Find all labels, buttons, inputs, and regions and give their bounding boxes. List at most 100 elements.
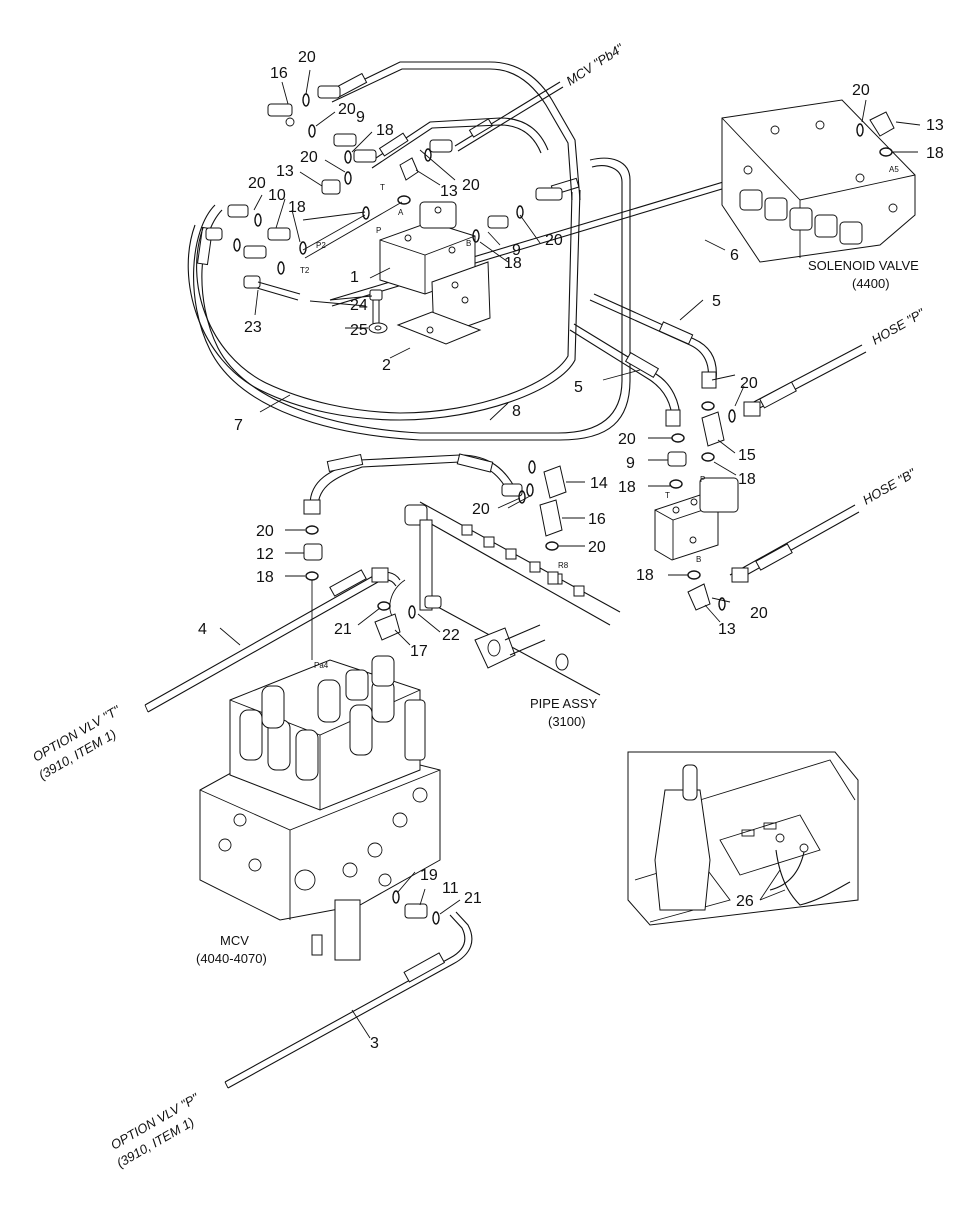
part-number: 1 xyxy=(350,269,359,286)
port-label-p: P xyxy=(376,226,381,235)
part-number: 2 xyxy=(382,357,391,374)
part-number: 13 xyxy=(926,117,944,134)
part-number: 25 xyxy=(350,322,368,339)
port-label-t2: T2 xyxy=(300,266,310,275)
port-label-a: A xyxy=(398,208,404,217)
part-number: 5 xyxy=(712,293,721,310)
part-number: 24 xyxy=(350,297,368,314)
solenoid-coils xyxy=(739,189,863,245)
callout-hose-p: HOSE "P" xyxy=(869,305,928,348)
port-label-t: T xyxy=(380,183,385,192)
port-label-b-right: B xyxy=(696,555,701,564)
part-number: 16 xyxy=(270,65,288,82)
part-number: 20 xyxy=(588,539,606,556)
bracket-2 xyxy=(396,261,491,345)
part-number: 9 xyxy=(626,455,635,472)
port-label-t-right: T xyxy=(665,491,670,500)
part-number: 11 xyxy=(442,880,459,897)
part-number: 19 xyxy=(420,867,438,884)
hose-top-loop xyxy=(329,61,581,201)
mcv-ref: (4040-4070) xyxy=(196,951,267,966)
part-number: 17 xyxy=(410,643,428,660)
pipe-fittings xyxy=(461,524,585,597)
hose-5-lower xyxy=(569,323,681,427)
part-number: 5 xyxy=(574,379,583,396)
part-number: 20 xyxy=(740,375,758,392)
hose-8 xyxy=(187,189,581,421)
hose-center xyxy=(303,453,516,515)
mcv-ports xyxy=(218,787,428,891)
part-number: 26 xyxy=(736,893,754,910)
part-number: 3 xyxy=(370,1035,379,1052)
part-number: 18 xyxy=(618,479,636,496)
port-label-p2: P2 xyxy=(316,241,326,250)
part-number: 20 xyxy=(750,605,768,622)
hose-5-upper xyxy=(589,293,717,389)
part-number: 6 xyxy=(730,247,739,264)
cab-inset xyxy=(627,751,859,926)
part-number: 21 xyxy=(464,890,482,907)
part-number: 20 xyxy=(472,501,490,518)
solenoid-valve-assembly xyxy=(721,99,916,263)
part-number: 20 xyxy=(545,232,563,249)
pipe-assy-ref: (3100) xyxy=(548,714,586,729)
part-number: 18 xyxy=(926,145,944,162)
part-number: 18 xyxy=(738,471,756,488)
port-label-b: B xyxy=(466,239,471,248)
fitting-16-top xyxy=(267,103,293,117)
hose-block-top xyxy=(369,117,549,169)
part-number: 21 xyxy=(334,621,352,638)
part-number: 22 xyxy=(442,627,460,644)
fittings xyxy=(205,85,895,919)
leader-lines xyxy=(219,69,921,1039)
pipe-assembly xyxy=(389,501,621,696)
solenoid-valve-caption: SOLENOID VALVE xyxy=(808,258,919,273)
part-number: 20 xyxy=(298,49,316,66)
washer-25 xyxy=(368,322,388,334)
part-number-labels: 16 20 20 9 18 20 13 20 10 18 1 24 25 2 2… xyxy=(198,49,944,1052)
part-number: 13 xyxy=(276,163,294,180)
part-number: 20 xyxy=(300,149,318,166)
part-number: 18 xyxy=(288,199,306,216)
part-number: 20 xyxy=(248,175,266,192)
port-label-a5: A5 xyxy=(889,165,899,174)
mcv-caption: MCV xyxy=(220,933,249,948)
part-number: 13 xyxy=(718,621,736,638)
port-label-pa4: Pa4 xyxy=(314,661,329,670)
part-number: 18 xyxy=(256,569,274,586)
part-number: 20 xyxy=(256,523,274,540)
option-valve-block xyxy=(654,477,739,561)
solenoid-valve-ref: (4400) xyxy=(852,276,890,291)
part-number: 20 xyxy=(338,101,356,118)
part-number: 12 xyxy=(256,546,274,563)
mcv-spools xyxy=(239,655,395,781)
hose-p xyxy=(743,344,867,417)
part-number: 20 xyxy=(618,431,636,448)
callout-hose-b: HOSE "B" xyxy=(860,465,919,508)
bolt-23 xyxy=(243,275,301,301)
part-number: 23 xyxy=(244,319,262,336)
hose-4 xyxy=(144,567,401,713)
hose-b xyxy=(729,504,860,583)
hose-3 xyxy=(224,911,473,1089)
port-label-r8: R8 xyxy=(558,561,569,570)
callout-mcv-pb4: MCV "Pb4" xyxy=(563,40,627,89)
part-number: 7 xyxy=(234,417,243,434)
part-number: 20 xyxy=(852,82,870,99)
part-number: 10 xyxy=(268,187,286,204)
part-number: 4 xyxy=(198,621,207,638)
part-number: 15 xyxy=(738,447,756,464)
port-label-p-right: P xyxy=(700,475,705,484)
main-control-valve xyxy=(199,655,441,961)
captions: SOLENOID VALVE (4400) PIPE ASSY (3100) M… xyxy=(196,258,919,966)
port-labels: A P B P2 T2 T A5 P T B R8 Pa4 xyxy=(300,165,899,670)
part-number: 20 xyxy=(462,177,480,194)
part-number: 9 xyxy=(356,109,365,126)
part-number: 14 xyxy=(590,475,608,492)
part-number: 18 xyxy=(504,255,522,272)
pipe-assy-caption: PIPE ASSY xyxy=(530,696,598,711)
part-number: 18 xyxy=(636,567,654,584)
part-number: 16 xyxy=(588,511,606,528)
